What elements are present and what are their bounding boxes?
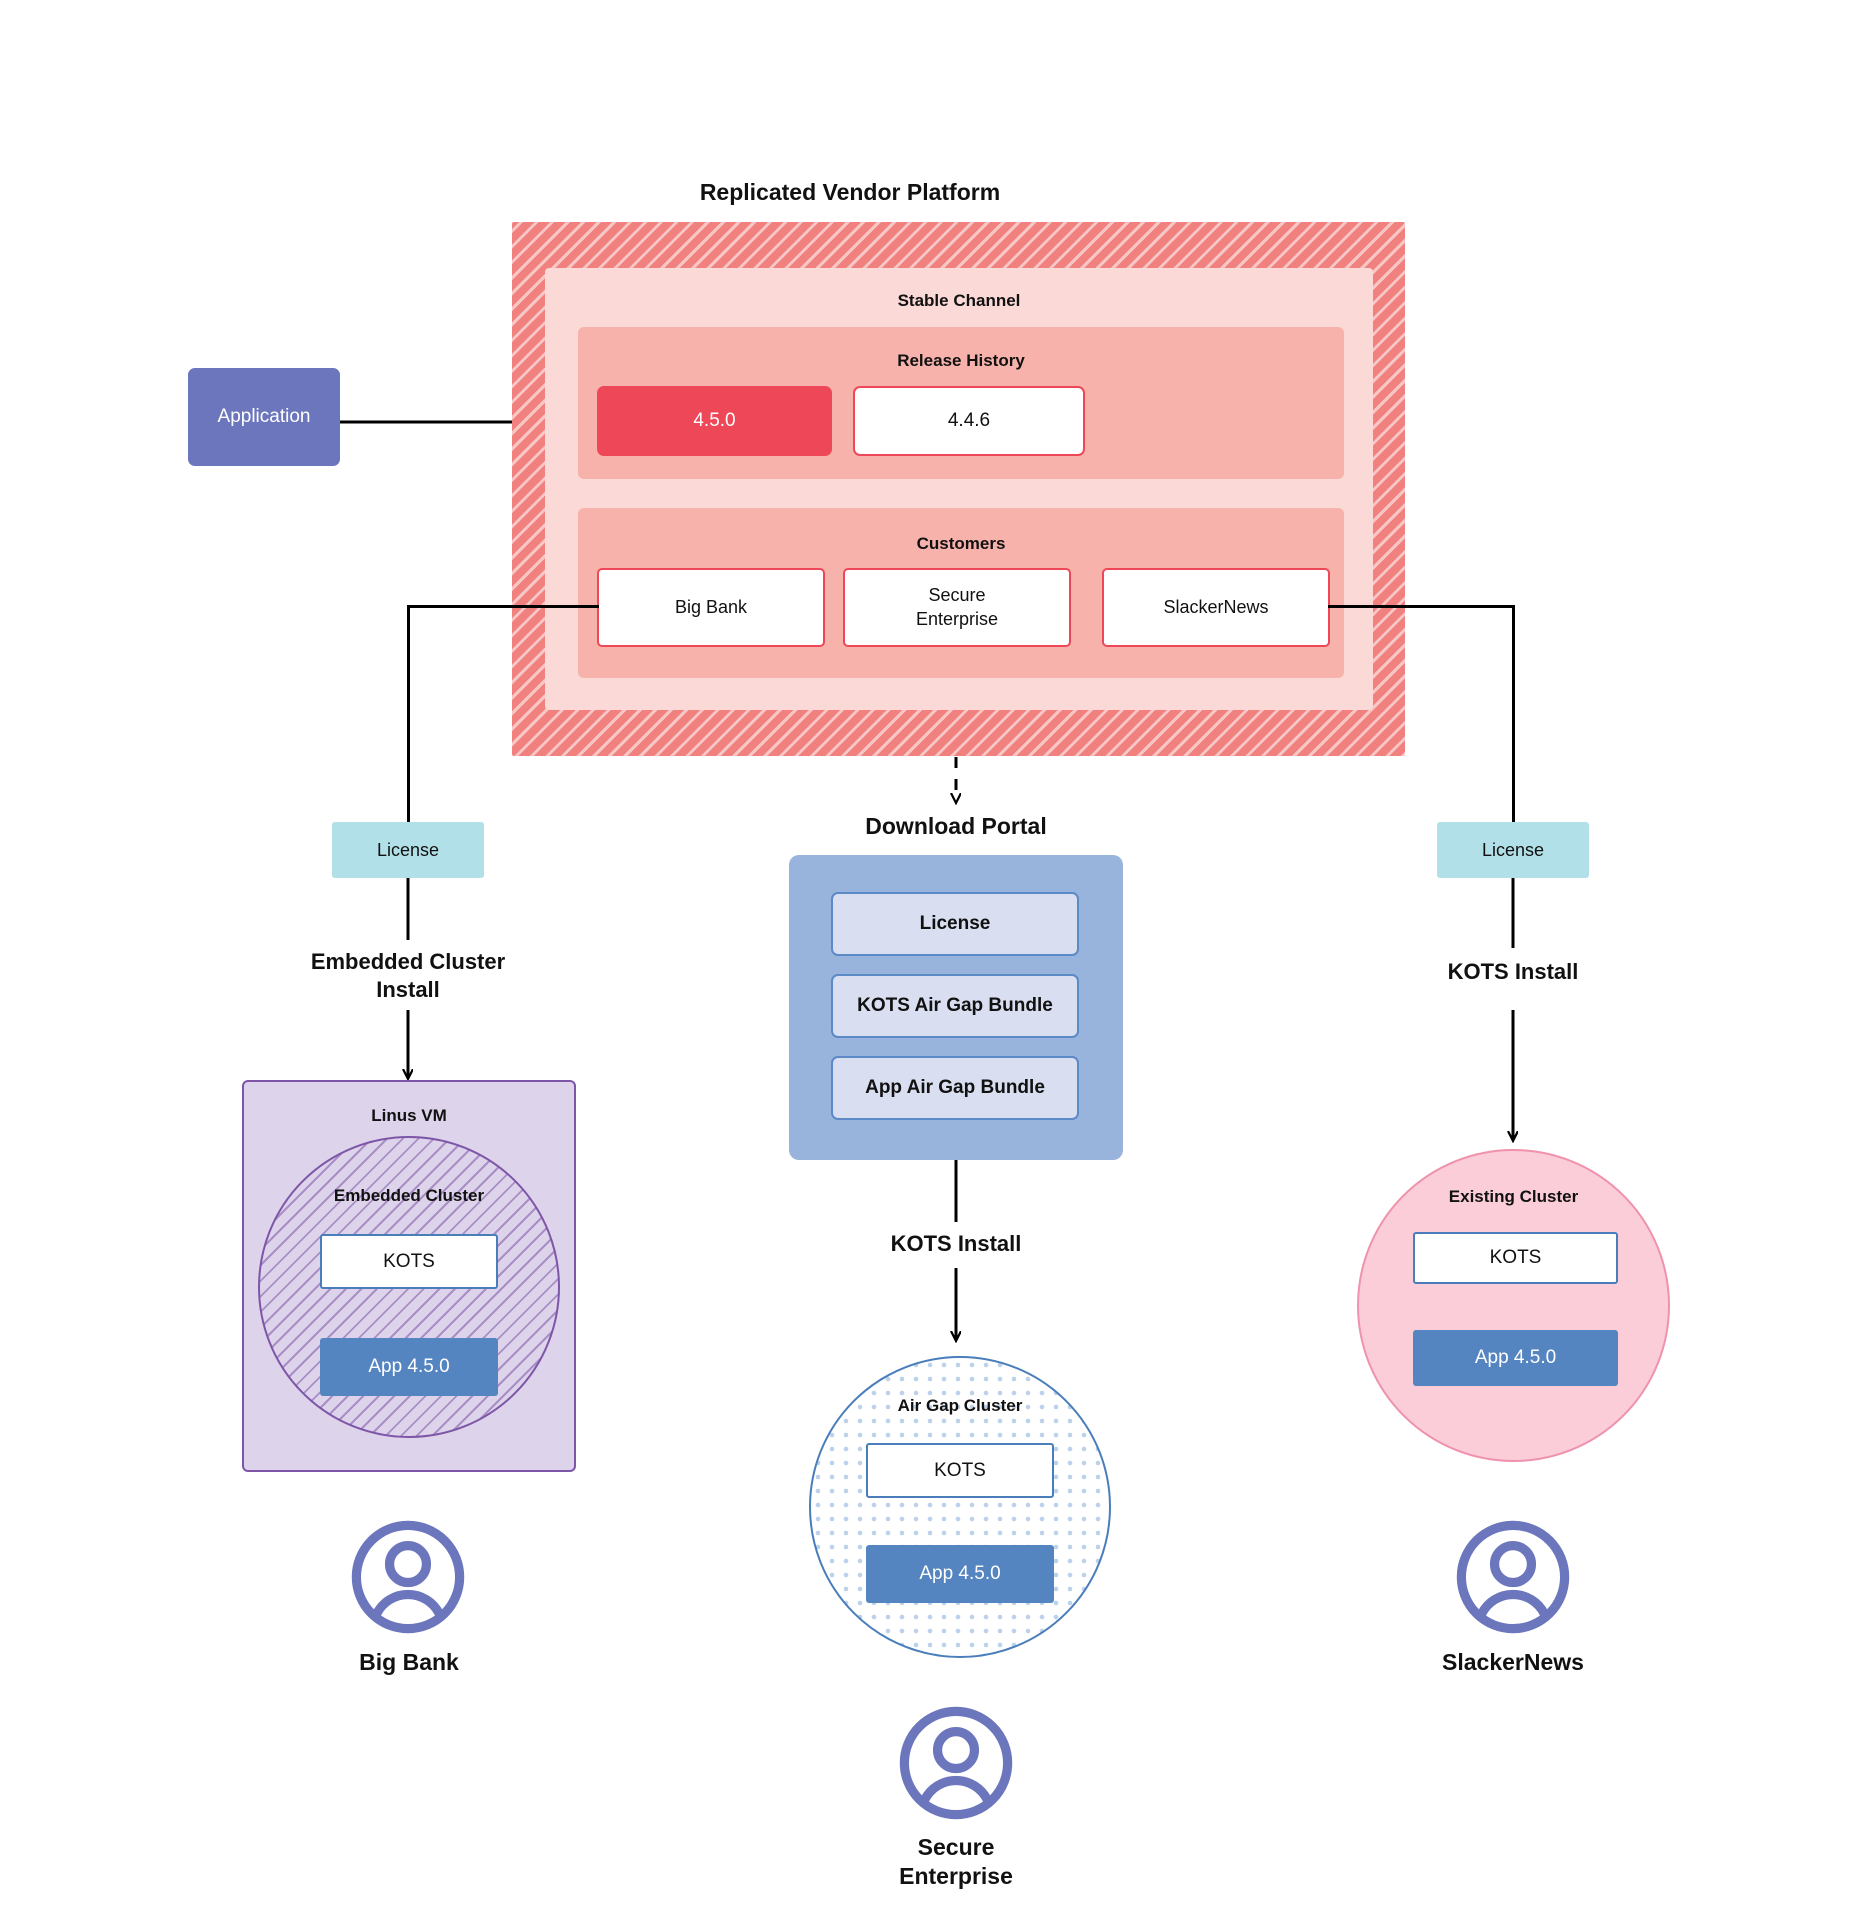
- kots-label: KOTS: [383, 1250, 435, 1272]
- release-chip-previous[interactable]: 4.4.6: [853, 386, 1085, 456]
- customer-chip-secure-enterprise[interactable]: Secure Enterprise: [843, 568, 1071, 647]
- embedded-cluster-title: Embedded Cluster: [333, 1186, 485, 1205]
- customer-name-big-bank: Big Bank: [359, 1649, 459, 1675]
- embedded-app-chip[interactable]: App 4.5.0: [320, 1338, 498, 1396]
- app-label: App 4.5.0: [919, 1563, 1001, 1584]
- portal-item-label: App Air Gap Bundle: [865, 1077, 1045, 1098]
- portal-item-app-airgap-bundle[interactable]: App Air Gap Bundle: [831, 1056, 1079, 1120]
- kots-label: KOTS: [934, 1459, 986, 1481]
- release-version: 4.4.6: [947, 410, 991, 431]
- connector-slackernews-vertical: [1512, 605, 1515, 822]
- embedded-kots-chip[interactable]: KOTS: [320, 1234, 498, 1289]
- customer-chip-big-bank[interactable]: Big Bank: [597, 568, 825, 647]
- app-label: App 4.5.0: [368, 1356, 450, 1377]
- avatar-big-bank: [347, 1516, 469, 1638]
- middle-kots-install-label: KOTS Install: [890, 1231, 1022, 1256]
- customer-chip-slackernews[interactable]: SlackerNews: [1102, 568, 1330, 647]
- stable-channel-title: Stable Channel: [897, 291, 1021, 310]
- customer-name-slackernews: SlackerNews: [1442, 1649, 1584, 1675]
- application-box[interactable]: Application: [188, 368, 340, 466]
- avatar-slackernews: [1452, 1516, 1574, 1638]
- connector-bigbank-vertical: [407, 605, 410, 822]
- existing-app-chip[interactable]: App 4.5.0: [1413, 1330, 1618, 1386]
- airgap-cluster-title: Air Gap Cluster: [897, 1396, 1023, 1415]
- license-label: License: [376, 839, 440, 860]
- right-kots-install-label: KOTS Install: [1447, 959, 1579, 984]
- airgap-app-chip[interactable]: App 4.5.0: [866, 1545, 1054, 1603]
- embedded-cluster-circle: [258, 1136, 560, 1438]
- release-history-title: Release History: [897, 351, 1025, 370]
- kots-label: KOTS: [1489, 1247, 1542, 1268]
- customer-chip-label: Secure Enterprise: [915, 585, 999, 629]
- license-label: License: [1481, 839, 1545, 860]
- download-portal-title: Download Portal: [865, 813, 1047, 839]
- user-avatar-icon: [1456, 1520, 1570, 1634]
- app-label: App 4.5.0: [1474, 1347, 1557, 1368]
- release-chip-current[interactable]: 4.5.0: [597, 386, 832, 456]
- customer-chip-label: SlackerNews: [1163, 596, 1269, 617]
- portal-item-kots-airgap-bundle[interactable]: KOTS Air Gap Bundle: [831, 974, 1079, 1038]
- connector-slackernews-horizontal: [1328, 605, 1515, 608]
- user-avatar-icon: [899, 1706, 1013, 1820]
- existing-cluster-circle: [1357, 1149, 1670, 1462]
- embedded-cluster-install-label: Embedded Cluster Install: [310, 949, 506, 1003]
- existing-kots-chip[interactable]: KOTS: [1413, 1232, 1618, 1284]
- airgap-cluster-circle: [809, 1356, 1111, 1658]
- user-avatar-icon: [351, 1520, 465, 1634]
- page-title: Replicated Vendor Platform: [699, 179, 1001, 205]
- existing-cluster-title: Existing Cluster: [1448, 1187, 1579, 1206]
- customer-chip-label: Big Bank: [674, 596, 748, 617]
- portal-item-label: License: [919, 913, 991, 934]
- avatar-secure-enterprise: [895, 1702, 1017, 1824]
- connector-bigbank-horizontal: [407, 605, 599, 608]
- application-label: Application: [217, 406, 311, 427]
- airgap-kots-chip[interactable]: KOTS: [866, 1443, 1054, 1498]
- customer-name-secure-enterprise: Secure Enterprise: [899, 1834, 1013, 1890]
- portal-item-label: KOTS Air Gap Bundle: [857, 995, 1053, 1016]
- release-version: 4.5.0: [693, 410, 736, 431]
- linux-vm-title: Linus VM: [371, 1106, 447, 1125]
- portal-item-license[interactable]: License: [831, 892, 1079, 956]
- license-box-right[interactable]: License: [1437, 822, 1589, 878]
- license-box-left[interactable]: License: [332, 822, 484, 878]
- customers-title: Customers: [916, 534, 1006, 553]
